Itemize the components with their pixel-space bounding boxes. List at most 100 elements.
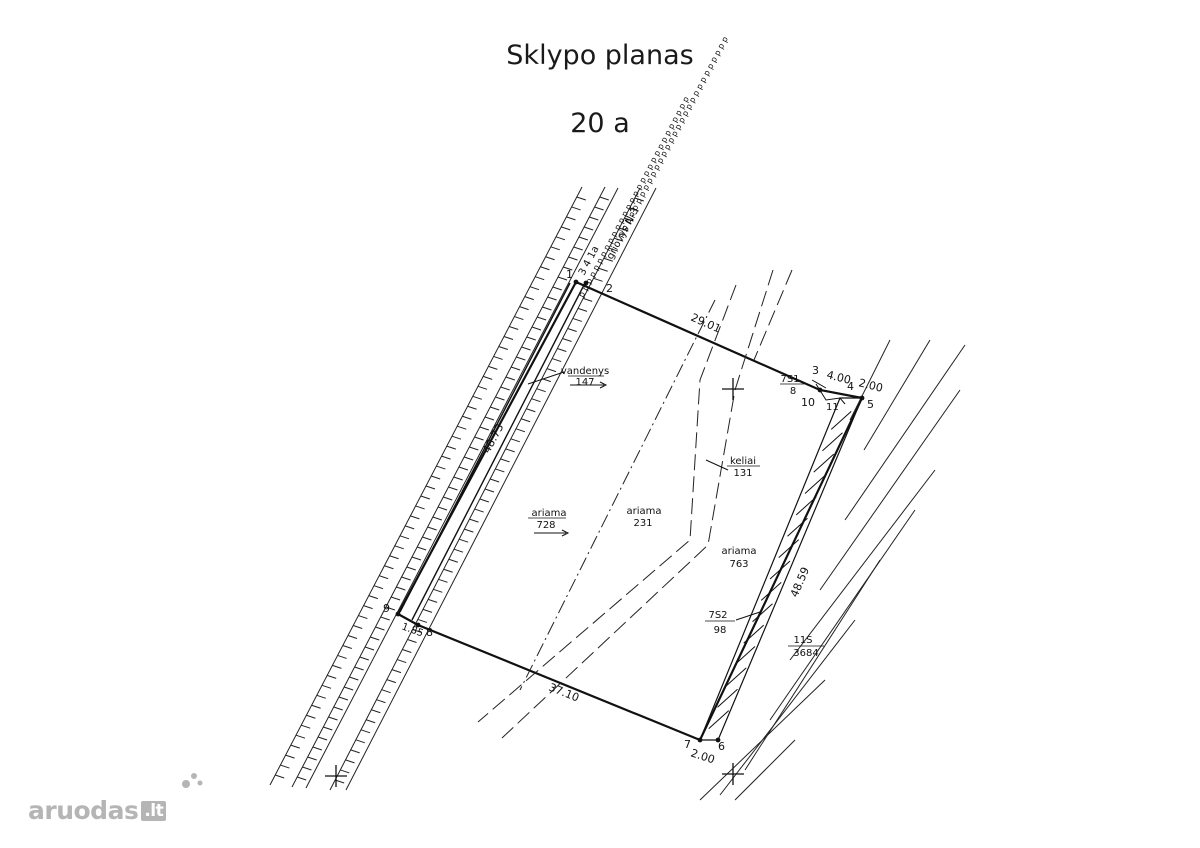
- tick-mark: [370, 636, 380, 641]
- tick-mark: [402, 649, 412, 654]
- tick-mark: [311, 704, 321, 709]
- tick-mark: [577, 307, 588, 312]
- tick-mark: [451, 435, 462, 440]
- tick-mark: [529, 286, 540, 291]
- tick-mark: [380, 616, 390, 621]
- tick-mark: [371, 709, 381, 714]
- tick-mark: [608, 247, 619, 252]
- tick-mark: [427, 526, 437, 531]
- tick-mark: [406, 566, 416, 571]
- tick-mark: [521, 418, 531, 423]
- strip-hatching: [708, 411, 852, 729]
- tick-mark: [350, 749, 360, 754]
- left-inner-line-2: [411, 282, 586, 621]
- dim-right: 48.59: [788, 565, 812, 599]
- left-inner-line: [399, 282, 571, 613]
- hatch-line: [787, 517, 808, 537]
- tick-mark: [347, 635, 358, 639]
- area-name: 7S1: [780, 374, 799, 385]
- tick-mark: [484, 488, 495, 493]
- tick-mark: [567, 327, 577, 332]
- tick-mark: [462, 415, 472, 420]
- point-label: 11: [826, 402, 839, 413]
- tick-mark: [571, 206, 581, 211]
- tick-mark: [531, 326, 542, 331]
- tick-mark: [464, 528, 474, 533]
- tick-mark: [295, 734, 306, 739]
- tick-mark: [375, 626, 385, 631]
- dim-left-small: 1.85: [400, 621, 425, 639]
- tick-mark: [557, 348, 567, 353]
- tick-mark: [552, 286, 562, 291]
- tick-mark: [563, 266, 573, 271]
- tick-mark: [335, 779, 345, 784]
- tick-mark: [366, 719, 376, 724]
- area-name: ariama: [626, 506, 661, 517]
- tick-mark: [500, 386, 510, 391]
- tick-mark: [531, 398, 541, 403]
- tick-mark: [436, 465, 446, 470]
- tick-mark: [469, 518, 479, 523]
- tick-mark: [448, 486, 458, 491]
- tick-mark: [321, 684, 332, 689]
- tick-mark: [390, 596, 401, 601]
- leader-lines: [527, 371, 827, 621]
- tick-mark: [405, 525, 415, 530]
- hatch-line: [795, 496, 817, 516]
- tick-mark: [500, 458, 510, 463]
- point-label: 5: [867, 398, 874, 411]
- watermark-logo-icon: [182, 773, 203, 788]
- tick-mark: [474, 436, 484, 441]
- tick-mark: [285, 754, 295, 759]
- tick-mark: [290, 744, 300, 749]
- tick-mark: [509, 326, 519, 331]
- tick-mark: [399, 535, 410, 540]
- tick-mark: [425, 485, 436, 490]
- area-value: 728: [536, 520, 555, 531]
- hatch-line: [760, 582, 782, 601]
- point-label: 3: [812, 364, 819, 377]
- tick-mark: [505, 376, 516, 381]
- tick-mark: [431, 475, 441, 480]
- tick-mark: [493, 355, 503, 360]
- tick-mark: [624, 217, 634, 222]
- tick-mark: [316, 694, 326, 699]
- tick-mark: [524, 296, 534, 301]
- hatch-line: [778, 539, 800, 558]
- tick-mark: [443, 496, 453, 501]
- tick-mark: [572, 317, 582, 322]
- dim-left: 48.73: [480, 421, 506, 455]
- point-label: 2: [606, 282, 613, 295]
- area-name: vandenys: [561, 366, 609, 377]
- tick-mark: [396, 586, 406, 591]
- tick-mark: [317, 736, 328, 741]
- tick-mark: [344, 686, 354, 691]
- tick-mark: [327, 674, 337, 679]
- tick-mark: [619, 227, 629, 232]
- tick-mark: [495, 468, 505, 473]
- hatch-line: [717, 688, 738, 708]
- tick-mark: [342, 644, 352, 649]
- area-value: 8: [790, 386, 796, 397]
- tick-mark: [589, 216, 599, 221]
- ditch-p-marks-right: p p p p p p p p p p p p p p p p p p p p …: [616, 35, 730, 239]
- tick-mark: [463, 456, 474, 461]
- tick-mark: [297, 776, 307, 781]
- tick-mark: [603, 257, 613, 262]
- point-label: 8: [426, 626, 433, 639]
- area-value: 131: [733, 468, 752, 479]
- tick-mark: [373, 585, 384, 590]
- tick-mark: [363, 605, 373, 610]
- tick-mark: [328, 716, 338, 721]
- tick-mark: [568, 256, 578, 261]
- hatch-line: [743, 624, 765, 644]
- tick-mark: [599, 196, 609, 201]
- tick-mark: [364, 646, 375, 651]
- tick-mark: [519, 306, 529, 311]
- tick-mark: [438, 578, 448, 583]
- tick-mark: [453, 548, 464, 553]
- vertex-points: [395, 279, 865, 743]
- tick-mark: [515, 428, 526, 433]
- tick-mark: [410, 515, 420, 520]
